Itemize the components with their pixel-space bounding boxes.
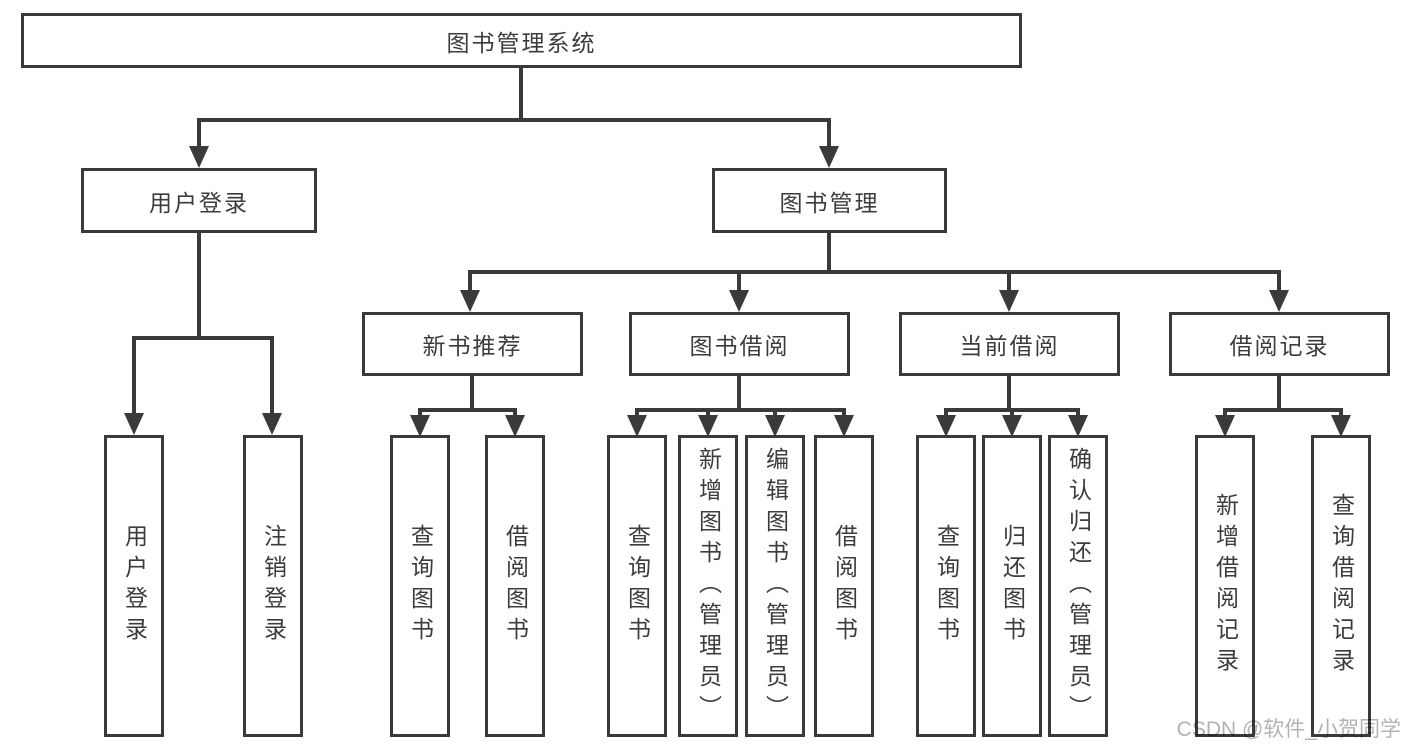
leaf-borrow-borrow-books-label: 借阅图书 xyxy=(831,524,858,648)
node-current-borrow: 当前借阅 xyxy=(899,312,1120,376)
leaf-borrow-borrow-books: 借阅图书 xyxy=(814,435,874,737)
node-book-borrow: 图书借阅 xyxy=(629,312,850,376)
leaf-logout-label: 注销登录 xyxy=(260,524,287,648)
leaf-current-query-books-label: 查询图书 xyxy=(933,524,960,648)
node-current-borrow-label: 当前借阅 xyxy=(959,333,1060,359)
node-root: 图书管理系统 xyxy=(21,13,1022,68)
leaf-recommend-borrow-books-label: 借阅图书 xyxy=(502,524,529,648)
leaf-records-add-record-label: 新增借阅记录 xyxy=(1212,493,1239,679)
node-user-login: 用户登录 xyxy=(81,168,317,233)
leaf-user-login-label: 用户登录 xyxy=(121,524,148,648)
csdn-watermark: CSDN @软件_小贺同学 xyxy=(1176,718,1401,741)
leaf-borrow-add-books-admin-label: 新增图书（管理员） xyxy=(695,446,722,726)
node-book-borrow-label: 图书借阅 xyxy=(689,333,790,359)
leaf-recommend-borrow-books: 借阅图书 xyxy=(485,435,545,737)
node-borrow-records-label: 借阅记录 xyxy=(1229,333,1330,359)
node-book-management: 图书管理 xyxy=(712,168,947,233)
leaf-current-query-books: 查询图书 xyxy=(916,435,976,737)
leaf-records-query-record: 查询借阅记录 xyxy=(1311,435,1371,737)
leaf-records-query-record-label: 查询借阅记录 xyxy=(1328,493,1355,679)
leaf-current-return-books: 归还图书 xyxy=(982,435,1042,737)
leaf-borrow-edit-books-admin-label: 编辑图书（管理员） xyxy=(762,446,789,726)
leaf-current-confirm-return-admin: 确认归还（管理员） xyxy=(1048,435,1108,737)
leaf-borrow-query-books: 查询图书 xyxy=(607,435,667,737)
leaf-current-confirm-return-admin-label: 确认归还（管理员） xyxy=(1065,446,1092,726)
leaf-current-return-books-label: 归还图书 xyxy=(999,524,1026,648)
leaf-borrow-query-books-label: 查询图书 xyxy=(624,524,651,648)
leaf-borrow-add-books-admin: 新增图书（管理员） xyxy=(678,435,738,737)
leaf-logout: 注销登录 xyxy=(243,435,303,737)
node-new-book-recommend-label: 新书推荐 xyxy=(422,333,523,359)
node-root-label: 图书管理系统 xyxy=(446,29,597,56)
node-new-book-recommend: 新书推荐 xyxy=(362,312,583,376)
leaf-records-add-record: 新增借阅记录 xyxy=(1195,435,1255,737)
leaf-recommend-query-books: 查询图书 xyxy=(390,435,450,737)
leaf-recommend-query-books-label: 查询图书 xyxy=(407,524,434,648)
node-borrow-records: 借阅记录 xyxy=(1169,312,1390,376)
leaf-user-login: 用户登录 xyxy=(104,435,164,737)
node-book-management-label: 图书管理 xyxy=(779,189,880,216)
leaf-borrow-edit-books-admin: 编辑图书（管理员） xyxy=(745,435,805,737)
node-user-login-label: 用户登录 xyxy=(149,189,249,216)
